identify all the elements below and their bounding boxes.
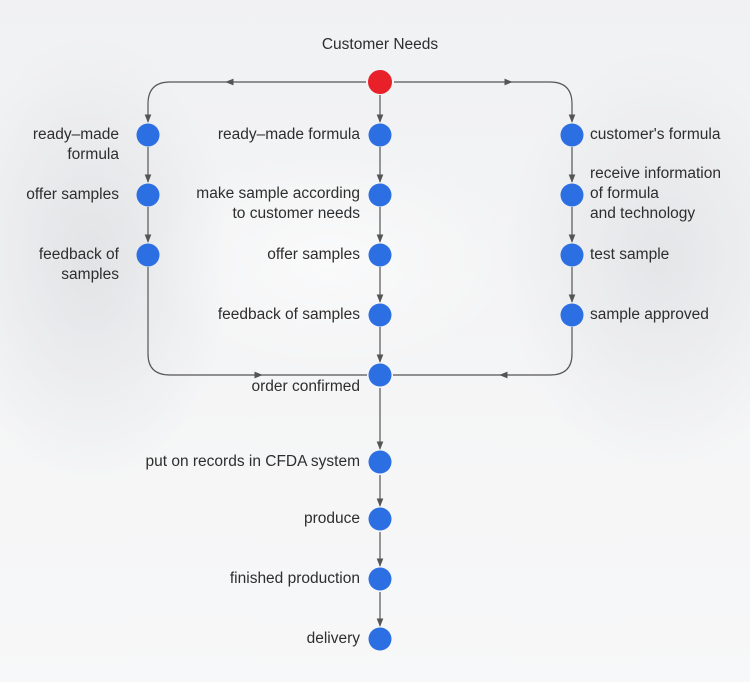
connector-lines — [144, 78, 576, 627]
left-step3-line2: samples — [61, 266, 119, 283]
right-step1-label: customer's formula — [590, 126, 721, 143]
node-right-2 — [560, 183, 584, 207]
node-right-3 — [560, 243, 584, 267]
node-final-4 — [368, 627, 392, 651]
center-step3-label: offer samples — [267, 246, 360, 263]
node-right-1 — [560, 123, 584, 147]
node-left-1 — [136, 123, 160, 147]
final-step2-label: produce — [303, 510, 360, 527]
center-step1-label: ready–made formula — [217, 126, 360, 143]
start-node — [368, 70, 392, 94]
right-step2-line2: of formula — [590, 185, 659, 202]
node-center-1 — [368, 123, 392, 147]
left-step3-line1: feedback of — [38, 246, 119, 263]
left-step1-label: ready–made formula — [0, 125, 119, 165]
node-final-3 — [368, 567, 392, 591]
step-nodes — [136, 123, 584, 651]
node-merge — [368, 363, 392, 387]
left-step2-label: offer samples — [26, 186, 119, 203]
diagram-title: Customer Needs — [321, 36, 439, 53]
right-step2-label: receive information of formula and techn… — [590, 164, 745, 224]
left-step1-line2: formula — [67, 146, 119, 163]
node-final-2 — [368, 507, 392, 531]
center-step2-line1: make sample according — [196, 185, 360, 202]
left-step1-line1: ready–made — [32, 126, 119, 143]
right-step2-line3: and technology — [590, 205, 696, 222]
final-step4-label: delivery — [306, 630, 360, 647]
right-step4-label: sample approved — [590, 306, 709, 323]
right-step3-label: test sample — [590, 246, 670, 263]
right-step2-line1: receive information — [590, 165, 721, 182]
node-center-2 — [368, 183, 392, 207]
arrow-right-down — [512, 81, 576, 123]
node-right-4 — [560, 303, 584, 327]
final-step1-label: put on records in CFDA system — [145, 453, 361, 470]
center-step4-label: feedback of samples — [217, 306, 360, 323]
node-left-2 — [136, 183, 160, 207]
arrow-right-merge — [499, 327, 573, 379]
final-step3-label: finished production — [229, 570, 360, 587]
node-center-3 — [368, 243, 392, 267]
node-center-4 — [368, 303, 392, 327]
node-left-3 — [136, 243, 160, 267]
arrow-left-down — [144, 81, 226, 123]
left-step3-label: feedback of samples — [0, 245, 119, 285]
merge-label: order confirmed — [251, 378, 360, 395]
center-step2-label: make sample according to customer needs — [150, 184, 360, 224]
arrow-left-merge — [147, 267, 263, 379]
center-step2-line2: to customer needs — [232, 205, 360, 222]
node-final-1 — [368, 450, 392, 474]
